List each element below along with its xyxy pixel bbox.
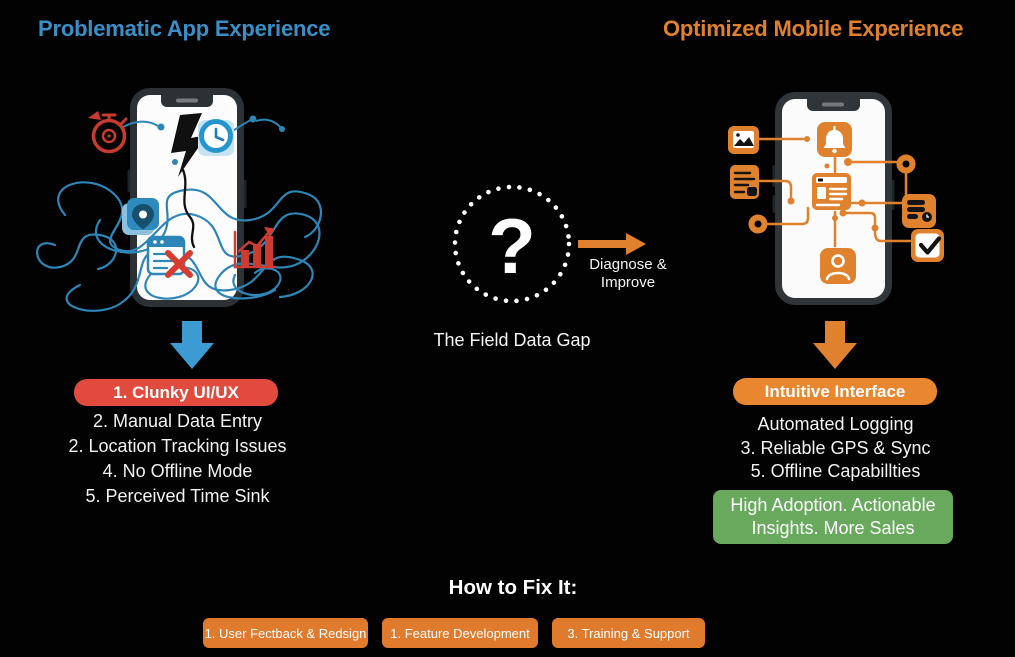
diagnose-improve-label: Diagnose & Improve [582, 256, 674, 292]
how-to-fix-title: How to Fix It: [448, 576, 578, 599]
page-title-optimized: Optimized Mobile Experience [663, 16, 964, 41]
fix-step-button-3: 3. Training & Support [552, 618, 705, 648]
down-arrow-left-icon [170, 321, 214, 369]
location-pin-icon [122, 198, 159, 235]
diagnose-label-line2: Improve [600, 274, 656, 291]
dotted-circle [452, 184, 572, 304]
node-ring-icon [896, 154, 916, 174]
node-ring-icon [748, 214, 768, 234]
benefit-item: 3. Reliable GPS & Sync [740, 437, 931, 458]
clock-icon [198, 119, 234, 156]
problem-item: 2. Location Tracking Issues [68, 436, 287, 456]
clunky-uiux-badge: 1. Clunky UI/UX [74, 379, 278, 406]
form-error-icon [146, 235, 193, 278]
user-icon [820, 248, 856, 284]
problem-item: 5. Perceived Time Sink [85, 486, 270, 506]
lightning-crack-icon [171, 113, 207, 249]
outcome-badge: High Adoption. Actionable Insights. More… [713, 490, 953, 544]
diagnose-label-line1: Diagnose & [589, 256, 667, 273]
fix-step-button-2: 1. Feature Development [382, 618, 538, 648]
problematic-phone-illustration [36, 88, 323, 312]
benefit-item: 5. Offline Capabillties [750, 461, 921, 481]
outcome-line1: High Adoption. Actionable [730, 495, 936, 515]
bar-chart-icon [233, 227, 277, 269]
field-data-gap-caption: The Field Data Gap [433, 330, 591, 350]
optimized-phone-illustration [728, 92, 944, 305]
problem-item: 4. No Offline Mode [102, 461, 253, 481]
checkbox-icon [911, 229, 944, 262]
stopwatch-icon [88, 111, 128, 154]
problem-list: 2. Manual Data Entry 2. Location Trackin… [20, 409, 335, 509]
connector-nodes [748, 136, 916, 234]
app-card-icon [812, 173, 851, 210]
problem-item: 2. Manual Data Entry [92, 411, 263, 431]
benefit-list: Automated Logging 3. Reliable GPS & Sync… [678, 413, 993, 484]
outcome-line2: Insights. More Sales [751, 518, 915, 538]
document-icon [730, 165, 759, 199]
down-arrow-right-icon [813, 321, 857, 369]
benefit-item: Automated Logging [757, 414, 914, 434]
fix-step-button-1: 1. User Fectback & Redsign [203, 618, 368, 648]
question-mark: ? [488, 201, 536, 290]
intuitive-interface-badge: Intuitive Interface [733, 378, 937, 405]
connector-dots [122, 115, 285, 165]
database-icon [902, 194, 936, 228]
bell-icon [817, 122, 852, 157]
right-arrow-icon [578, 233, 646, 255]
image-icon [728, 126, 759, 154]
page-title-problematic: Problematic App Experience [38, 16, 331, 41]
